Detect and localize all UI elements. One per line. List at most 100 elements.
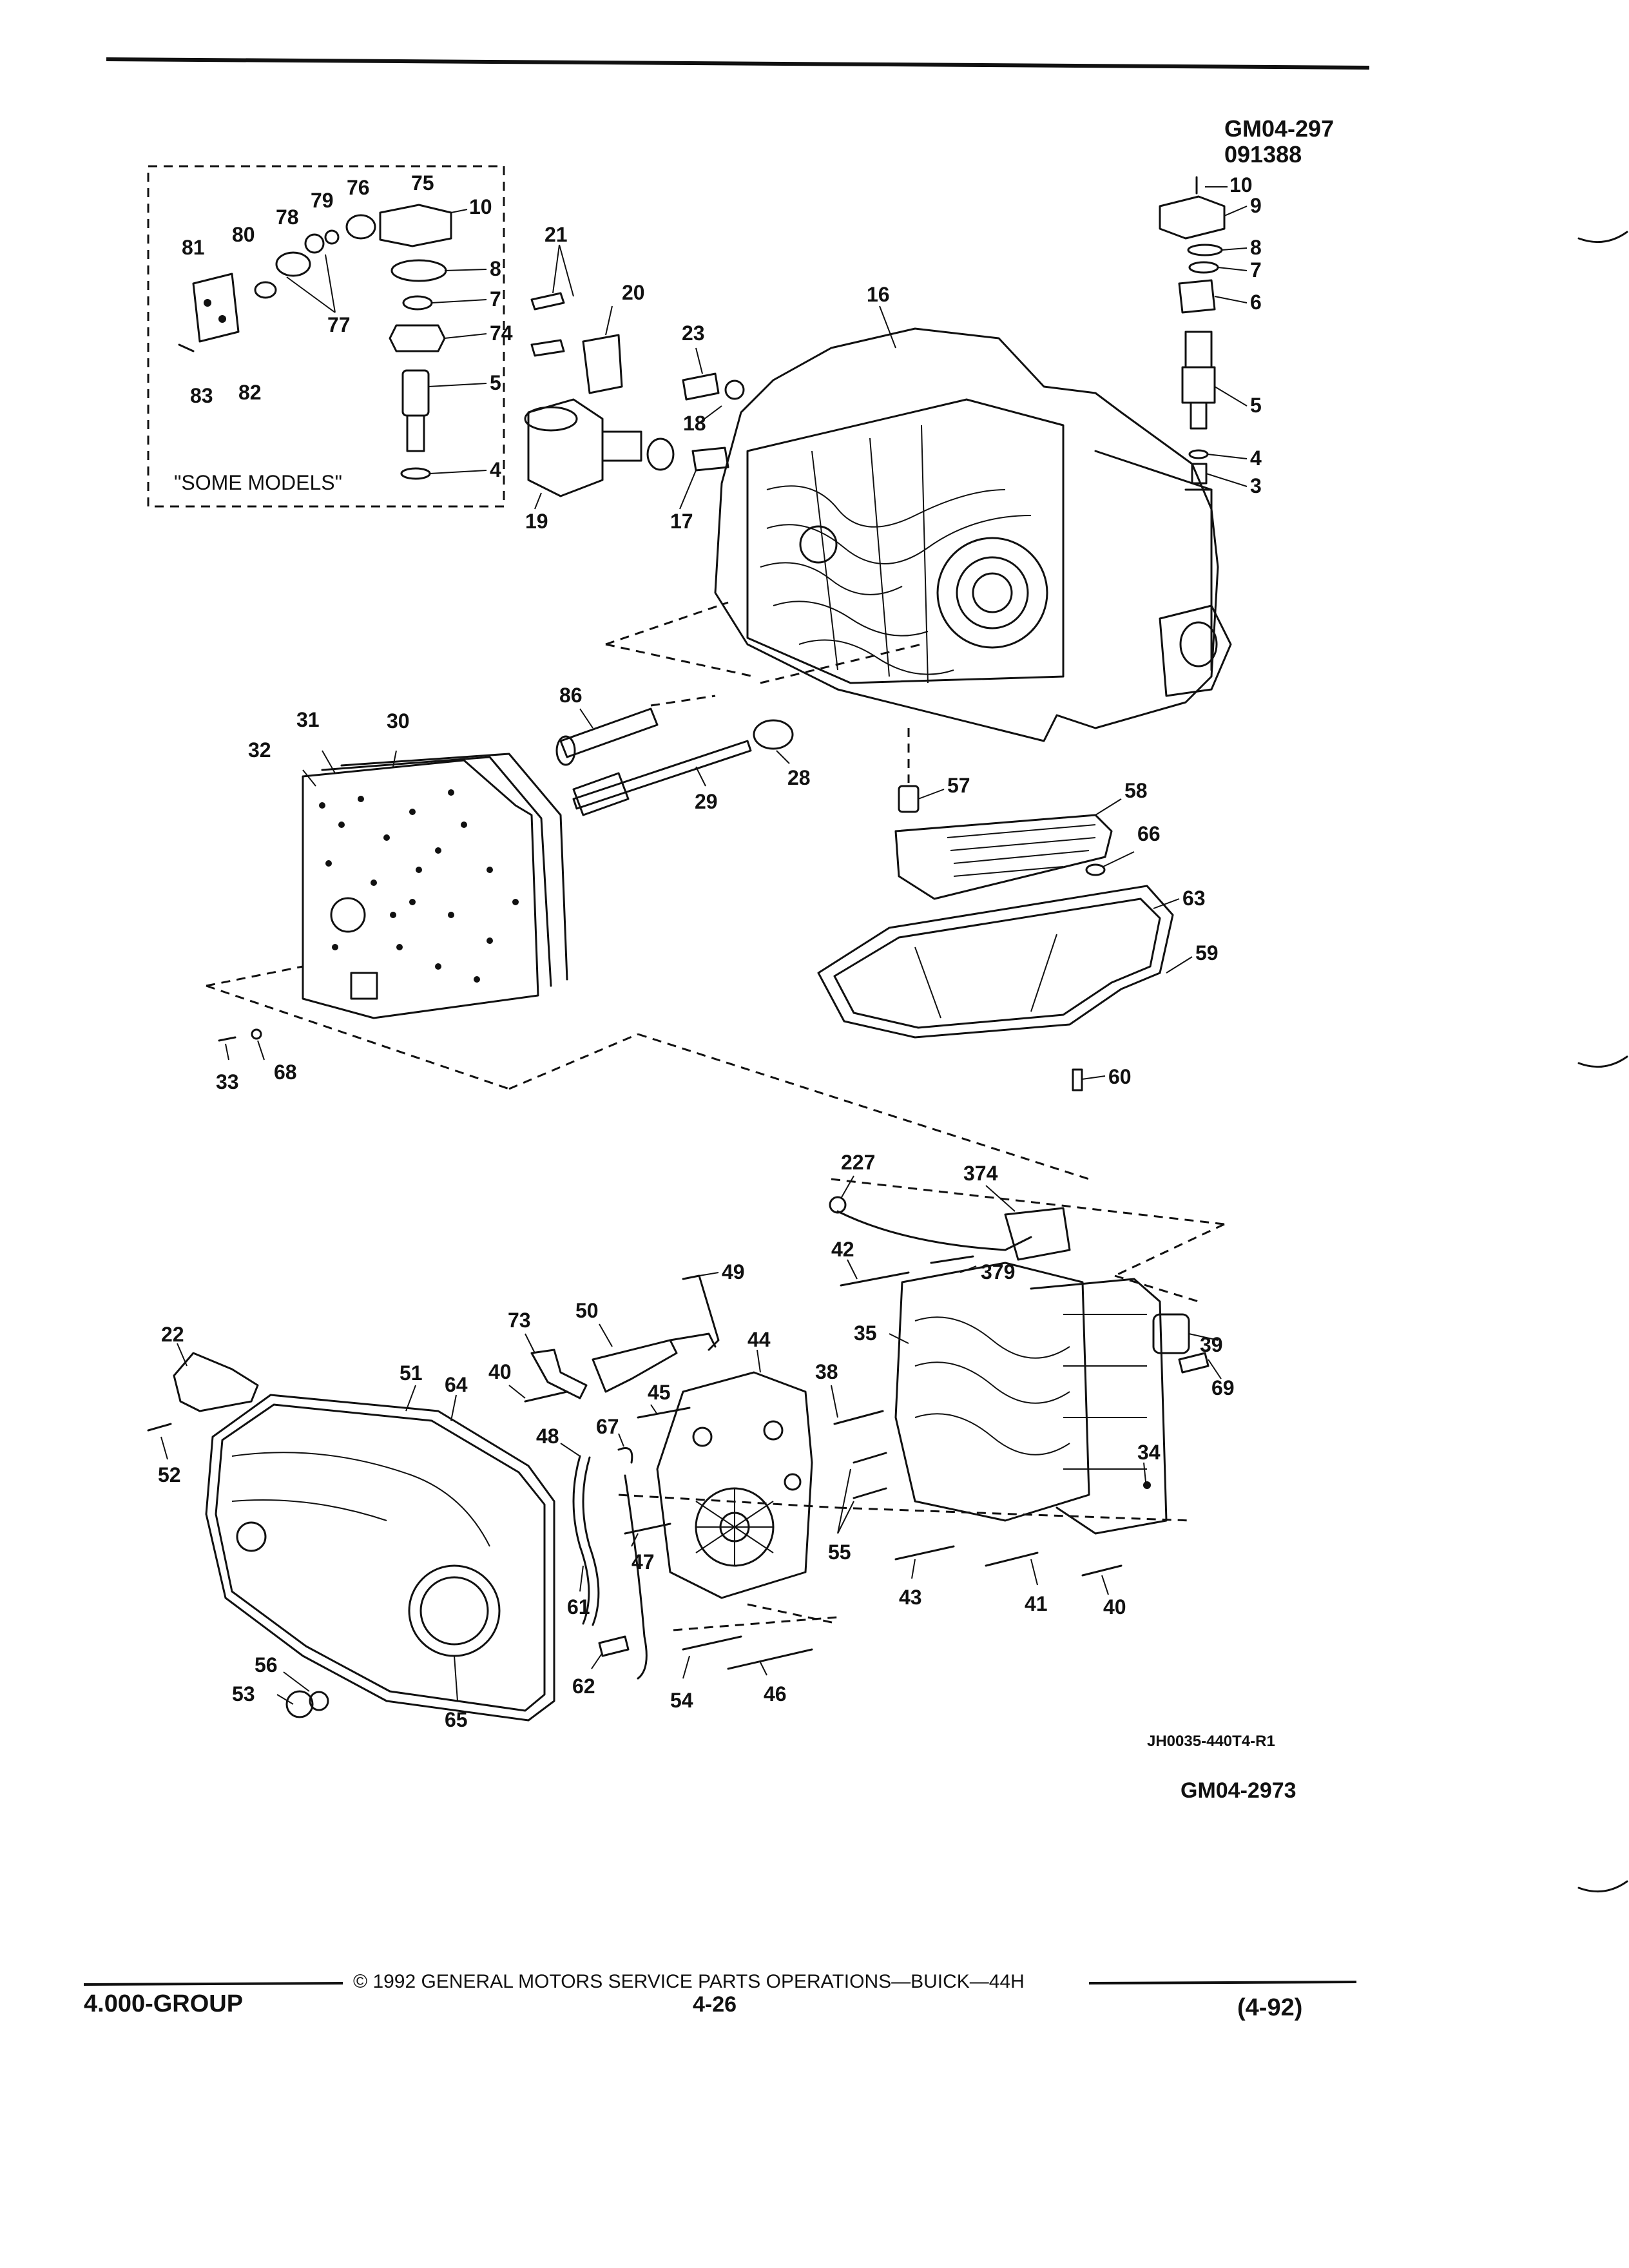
callout-51: 51	[400, 1361, 423, 1385]
speed-sensor-stack	[1159, 176, 1248, 487]
callout-28: 28	[787, 766, 811, 789]
footer-group: 4.000-GROUP	[84, 1990, 243, 2017]
callout-34: 34	[1137, 1441, 1161, 1464]
callout-18: 18	[683, 412, 706, 435]
callout-23: 23	[682, 322, 705, 345]
callout-5: 5	[490, 371, 501, 394]
callout-4: 4	[490, 458, 501, 481]
wire-harness-227-374	[829, 1175, 1071, 1287]
callout-29: 29	[695, 790, 718, 813]
callout-75: 75	[411, 171, 434, 195]
figure-gm-code: GM04-2973	[1181, 1778, 1296, 1803]
callout-76: 76	[347, 176, 370, 199]
callout-61: 61	[567, 1595, 590, 1619]
callout-50: 50	[575, 1299, 599, 1322]
callout-9: 9	[1250, 194, 1262, 217]
callout-82: 82	[238, 381, 262, 404]
callout-60: 60	[1108, 1065, 1132, 1088]
callout-33: 33	[216, 1070, 239, 1093]
binding-mark	[1577, 1880, 1628, 1893]
callout-5b: 5	[1250, 394, 1262, 417]
callout-22: 22	[161, 1323, 184, 1346]
filter-and-pan	[817, 785, 1193, 1091]
callout-64: 64	[445, 1373, 468, 1396]
callout-83: 83	[190, 384, 213, 407]
inset-some-models: "SOME MODELS"	[147, 165, 505, 508]
callout-56: 56	[255, 1653, 278, 1677]
side-cover	[147, 1343, 555, 1722]
footer-date: (4-92)	[1237, 1994, 1302, 2021]
callout-10: 10	[469, 195, 492, 218]
callout-3: 3	[1250, 474, 1262, 497]
callout-4b: 4	[1250, 447, 1262, 470]
callout-68: 68	[274, 1061, 297, 1084]
callout-74: 74	[490, 322, 513, 345]
footer-page: 4-26	[693, 1992, 737, 2017]
callout-46: 46	[764, 1682, 787, 1706]
callout-41: 41	[1025, 1592, 1048, 1615]
bolts-43-41-40	[894, 1545, 1123, 1595]
callout-69: 69	[1211, 1376, 1235, 1399]
callout-8b: 8	[1250, 236, 1262, 259]
callout-59: 59	[1195, 941, 1219, 965]
footer-rule-left	[83, 1982, 343, 1986]
callout-16: 16	[867, 283, 890, 306]
header-code-1: GM04-297	[1224, 115, 1334, 142]
callout-17: 17	[670, 510, 693, 533]
callout-39: 39	[1200, 1333, 1223, 1356]
callout-20: 20	[622, 281, 645, 304]
callout-48: 48	[536, 1425, 559, 1448]
callout-42: 42	[831, 1238, 854, 1261]
callout-79: 79	[311, 189, 334, 212]
callout-58: 58	[1124, 779, 1148, 802]
spacer-plate-group	[206, 750, 1090, 1180]
transaxle-case	[605, 305, 1232, 783]
callout-38: 38	[815, 1360, 838, 1383]
callout-32: 32	[248, 738, 271, 762]
harness-48-61-62	[560, 1433, 813, 1680]
valve-body-35	[889, 1262, 1222, 1535]
callout-81: 81	[182, 236, 205, 259]
callout-6: 6	[1250, 291, 1262, 314]
callout-7b: 7	[1250, 258, 1262, 282]
binding-mark	[1577, 231, 1628, 244]
callout-77: 77	[327, 313, 351, 336]
callout-7: 7	[490, 287, 501, 311]
callout-43: 43	[899, 1586, 922, 1609]
callout-40: 40	[488, 1360, 512, 1383]
callout-65: 65	[445, 1708, 468, 1731]
callout-55: 55	[828, 1541, 851, 1564]
top-rule	[106, 57, 1370, 70]
linkage-49-50-73	[508, 1272, 720, 1403]
callout-63: 63	[1182, 887, 1206, 910]
callout-73: 73	[508, 1309, 531, 1332]
callout-53: 53	[232, 1682, 255, 1706]
callout-40b: 40	[1103, 1595, 1126, 1619]
callout-10b: 10	[1229, 173, 1253, 197]
callout-35: 35	[854, 1321, 877, 1345]
inset-caption: "SOME MODELS"	[174, 471, 342, 494]
bolts-38-55	[831, 1385, 887, 1534]
callout-374: 374	[963, 1162, 998, 1185]
callout-8: 8	[490, 257, 501, 280]
callout-21: 21	[545, 223, 568, 246]
callout-80: 80	[232, 223, 255, 246]
callout-86: 86	[559, 684, 583, 707]
lower-projection-lines	[618, 1178, 1225, 1631]
callout-62: 62	[572, 1675, 595, 1698]
callout-44: 44	[747, 1328, 771, 1351]
callout-19: 19	[525, 510, 548, 533]
header-code-2: 091388	[1224, 141, 1302, 168]
callout-54: 54	[670, 1689, 693, 1712]
callout-31: 31	[296, 708, 320, 731]
callout-57: 57	[947, 774, 970, 797]
callout-227: 227	[841, 1151, 875, 1174]
callout-52: 52	[158, 1463, 181, 1486]
footer-rule-right	[1088, 1981, 1357, 1984]
callout-49: 49	[722, 1260, 745, 1283]
binding-mark	[1577, 1055, 1628, 1068]
callout-30: 30	[387, 709, 410, 733]
callout-66: 66	[1137, 822, 1161, 845]
figure-ref-code: JH0035-440T4-R1	[1147, 1733, 1275, 1750]
